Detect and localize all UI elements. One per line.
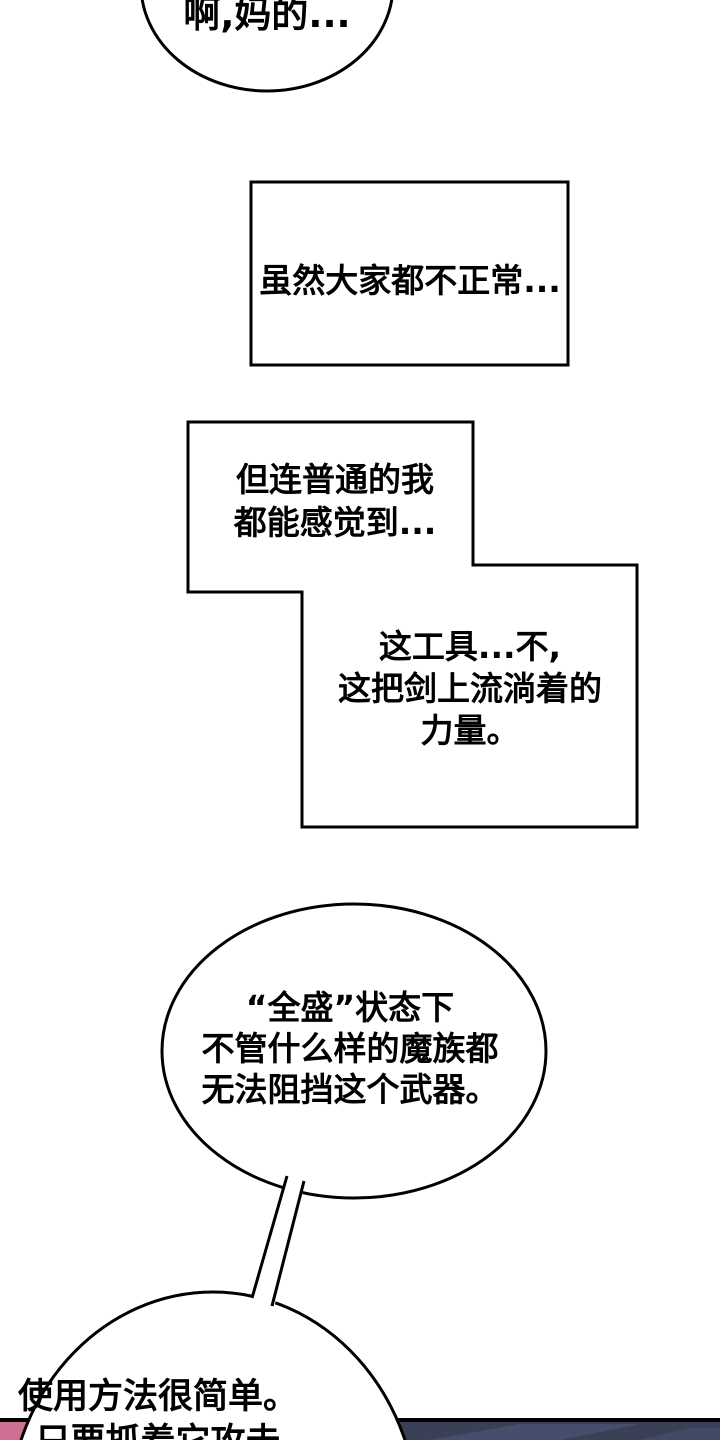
- bubble-tail: [250, 1174, 306, 1308]
- middle-bubble-line-2: 不管什么样的魔族都: [201, 1029, 499, 1068]
- middle-bubble-text: “全盛”状态下 不管什么样的魔族都 无法阻挡这个武器。: [180, 987, 520, 1110]
- bottom-speech-bubble-shape: [19, 1290, 407, 1440]
- bottom-bubble-text: 使用方法很简单。 只要抓着它攻击: [0, 1375, 318, 1440]
- panel-streak-decoration: [640, 1428, 720, 1440]
- narration-box-text: 虽然大家都不正常...: [259, 261, 561, 300]
- bubble-tail-outline: [250, 1175, 306, 1307]
- panel-streak-decoration: [430, 1424, 640, 1440]
- stepped-box-upper-text: 但连普通的我 都能感觉到...: [183, 458, 487, 544]
- stepped-box-shape: [186, 420, 639, 829]
- stepped-box-upper-line-2: 都能感觉到...: [233, 503, 437, 542]
- bottom-bubble-line-2: 只要抓着它攻击: [0, 1420, 318, 1440]
- bottom-bubble-line-1: 使用方法很简单。: [17, 1377, 298, 1417]
- stepped-box-lower-line-2: 这把剑上流淌着的: [338, 669, 602, 708]
- middle-bubble-line-1: “全盛”状态下: [245, 988, 455, 1027]
- narration-box-shape: [249, 180, 570, 367]
- stepped-box-lower-line-3: 力量。: [420, 711, 520, 750]
- top-bubble-text: 啊,妈的...: [183, 0, 351, 36]
- top-speech-bubble-shape: [140, 0, 394, 93]
- stepped-box-lower-text: 这工具...不, 这把剑上流淌着的 力量。: [308, 626, 632, 752]
- middle-bubble-line-3: 无法阻挡这个武器。: [201, 1070, 499, 1109]
- middle-speech-bubble-shape: [160, 902, 548, 1200]
- stepped-box-lower-line-1: 这工具...不,: [378, 627, 562, 666]
- stepped-box-upper-line-1: 但连普通的我: [236, 460, 434, 499]
